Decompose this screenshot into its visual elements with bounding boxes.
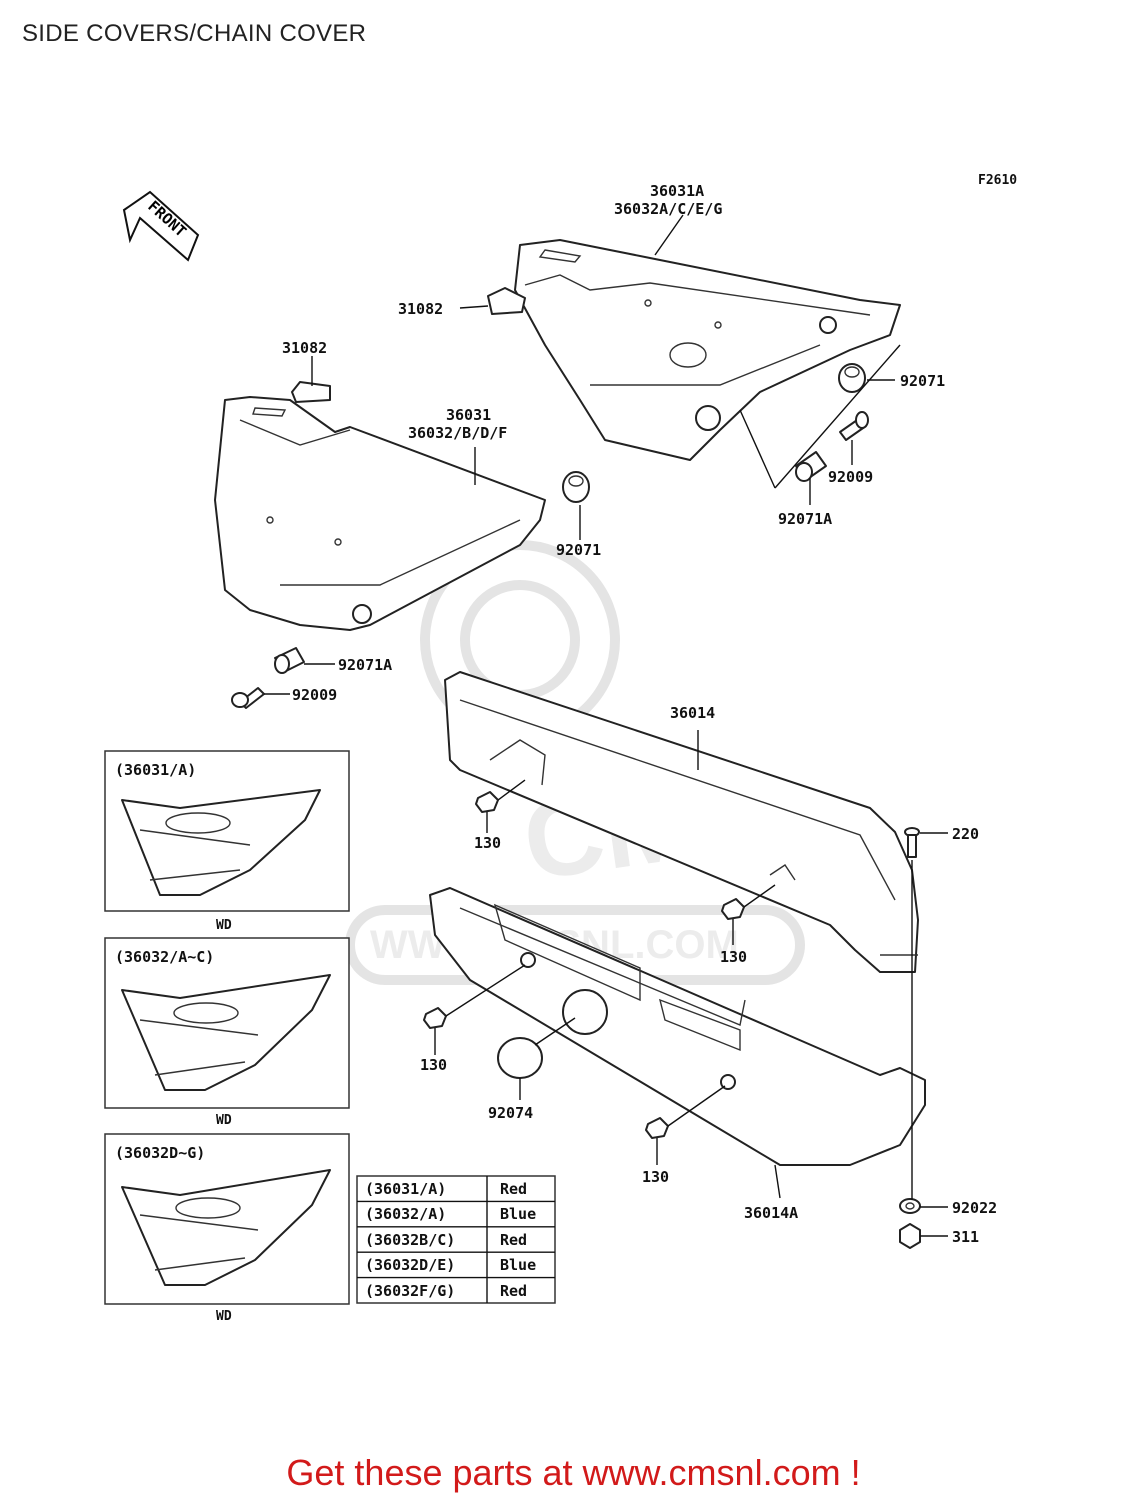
table-row: (36032B/C) Red bbox=[365, 1231, 527, 1249]
label-92071A-right: 92071A bbox=[778, 510, 832, 528]
table-code: (36032D/E) bbox=[365, 1256, 455, 1274]
bolt-right bbox=[839, 411, 869, 441]
figure-code: F2610 bbox=[978, 173, 1017, 188]
nut-b bbox=[721, 898, 745, 920]
label-92022: 92022 bbox=[952, 1199, 997, 1217]
label-31082-top: 31082 bbox=[398, 300, 443, 318]
table-color: Red bbox=[500, 1180, 527, 1198]
front-arrow-icon: FRONT bbox=[122, 190, 200, 262]
table-color: Red bbox=[500, 1282, 527, 1300]
table-color: Red bbox=[500, 1231, 527, 1249]
table-row: (36031/A) Red bbox=[365, 1180, 527, 1198]
washer-92022 bbox=[899, 1198, 921, 1214]
label-36031: 36031 bbox=[446, 406, 491, 424]
grommet-left bbox=[562, 471, 590, 503]
inset-36031-A: (36031/A) WD bbox=[104, 750, 350, 933]
label-36031A: 36031A bbox=[650, 182, 704, 200]
inset-36032D-G: (36032D~G) WD bbox=[104, 1133, 350, 1324]
parts-diagram: CMS WWW.CMSNL.COM FRONT F2610 bbox=[104, 173, 1017, 1324]
label-311: 311 bbox=[952, 1228, 979, 1246]
collar-right bbox=[795, 451, 827, 482]
label-36032A-C-E-G: 36032A/C/E/G bbox=[614, 200, 722, 218]
table-code: (36032B/C) bbox=[365, 1231, 455, 1249]
label-92071-right: 92071 bbox=[900, 372, 945, 390]
table-color: Blue bbox=[500, 1205, 536, 1223]
inset-tag: WD bbox=[216, 1309, 232, 1324]
table-color: Blue bbox=[500, 1256, 536, 1274]
table-row: (36032/A) Blue bbox=[365, 1205, 536, 1223]
page-title: SIDE COVERS/CHAIN COVER bbox=[22, 20, 367, 47]
nut-c bbox=[423, 1007, 447, 1029]
label-31082-left: 31082 bbox=[282, 339, 327, 357]
inset-code: (36031/A) bbox=[115, 761, 196, 779]
leader-lines bbox=[264, 214, 948, 1237]
promo-link[interactable]: Get these parts at www.cmsnl.com ! bbox=[286, 1452, 861, 1493]
nut-d bbox=[645, 1117, 669, 1139]
label-220: 220 bbox=[952, 825, 979, 843]
inset-tag: WD bbox=[216, 918, 232, 933]
label-92009-right: 92009 bbox=[828, 468, 873, 486]
nut-311 bbox=[899, 1223, 921, 1249]
screw-220 bbox=[904, 827, 920, 858]
label-36014A: 36014A bbox=[744, 1204, 798, 1222]
label-92074: 92074 bbox=[488, 1104, 533, 1122]
collar-left bbox=[274, 647, 305, 674]
side-cover-left bbox=[214, 396, 546, 631]
table-row: (36032D/E) Blue bbox=[365, 1256, 536, 1274]
label-92071-left: 92071 bbox=[556, 541, 601, 559]
inset-tag: WD bbox=[216, 1113, 232, 1128]
grommet-right bbox=[838, 363, 866, 393]
label-130-b: 130 bbox=[720, 948, 747, 966]
chain-cover-lower bbox=[429, 887, 926, 1166]
label-92071A-left: 92071A bbox=[338, 656, 392, 674]
label-130-d: 130 bbox=[642, 1168, 669, 1186]
bolt-left bbox=[231, 687, 265, 709]
inset-code: (36032D~G) bbox=[115, 1144, 205, 1162]
table-code: (36031/A) bbox=[365, 1180, 446, 1198]
table-row: (36032F/G) Red bbox=[365, 1282, 527, 1300]
nut-a bbox=[475, 791, 499, 813]
color-table: (36031/A) Red (36032/A) Blue (36032B/C) … bbox=[356, 1175, 556, 1304]
rubber-left bbox=[291, 381, 331, 403]
table-code: (36032/A) bbox=[365, 1205, 446, 1223]
rubber-top bbox=[487, 287, 526, 315]
inset-code: (36032/A~C) bbox=[115, 948, 214, 966]
table-code: (36032F/G) bbox=[365, 1282, 455, 1300]
chain-cover-upper bbox=[444, 671, 919, 973]
label-92009-left: 92009 bbox=[292, 686, 337, 704]
label-130-a: 130 bbox=[474, 834, 501, 852]
inset-36032-A-C: (36032/A~C) WD bbox=[104, 937, 350, 1128]
side-cover-right bbox=[514, 239, 901, 461]
label-36032-B-D-F: 36032/B/D/F bbox=[408, 424, 507, 442]
label-130-c: 130 bbox=[420, 1056, 447, 1074]
label-36014: 36014 bbox=[670, 704, 715, 722]
